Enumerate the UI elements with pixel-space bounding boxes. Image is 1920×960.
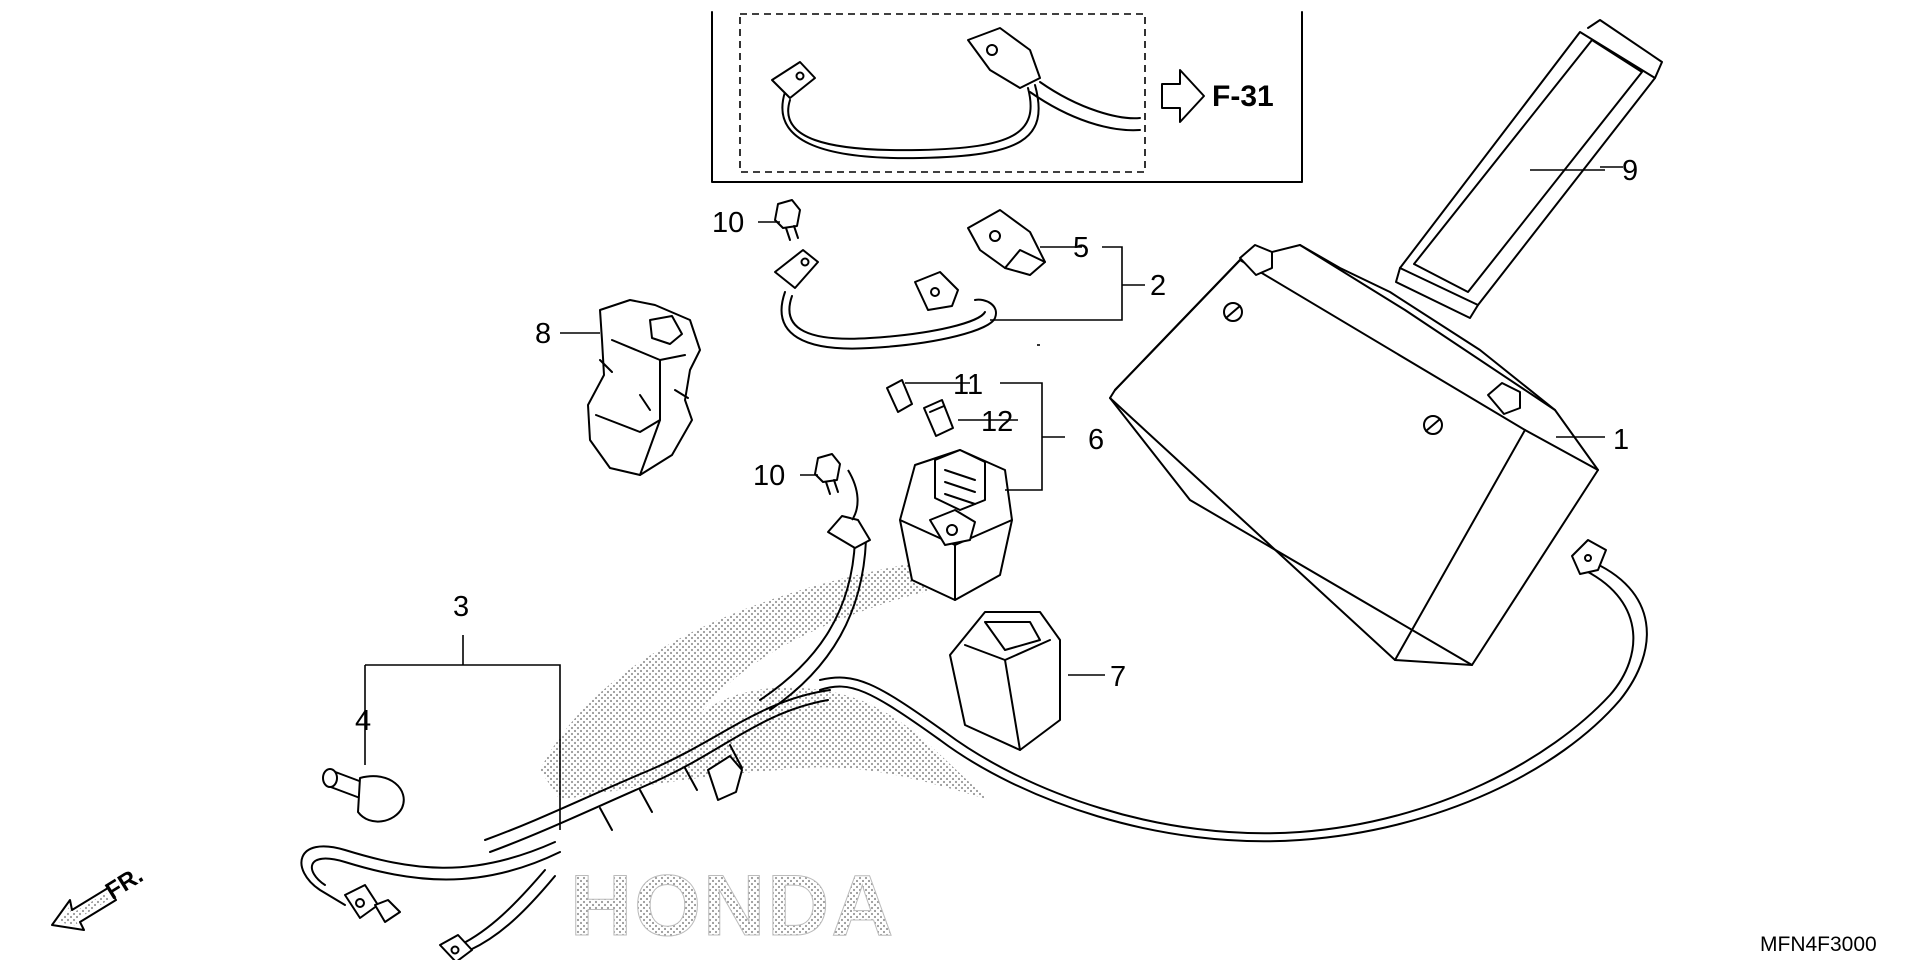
relay-cable [774, 249, 997, 350]
callout-6: 6 [1088, 424, 1104, 456]
callout-10-upper: 10 [712, 207, 744, 239]
reference-label: F-31 [1212, 80, 1274, 113]
relay-rubber-cover [949, 611, 1061, 751]
callout-8: 8 [535, 318, 551, 350]
starter-relay [899, 449, 1013, 601]
honda-watermark: HONDA [540, 559, 990, 955]
fuse-12 [923, 399, 954, 437]
battery [1109, 244, 1599, 666]
honda-wing-logo [540, 559, 990, 800]
front-direction-marker: FR. [51, 862, 148, 931]
starter-cable-harness [300, 469, 871, 960]
terminal-cover-5 [967, 209, 1046, 276]
callout-1: 1 [1613, 424, 1629, 456]
fuse-box-cover [587, 299, 701, 476]
callout-12: 12 [981, 406, 1013, 438]
bolt-lower [814, 453, 841, 495]
battery-strap [1395, 19, 1663, 319]
bolt-upper [774, 199, 801, 241]
callout-10-lower: 10 [753, 460, 785, 492]
callout-labels: 1 2 3 4 5 6 7 8 9 10 10 11 12 [355, 155, 1638, 737]
leader-lines [364, 166, 1623, 830]
callout-3: 3 [453, 591, 469, 623]
reference-inset-box: F-31 [711, 11, 1303, 183]
callout-11: 11 [953, 369, 983, 401]
callout-2: 2 [1150, 270, 1166, 302]
diagram-code: MFN4F3000 [1760, 933, 1877, 956]
reference-arrow [1161, 69, 1205, 123]
honda-watermark-text: HONDA [570, 858, 895, 954]
battery-negative-cable [819, 539, 1648, 843]
callout-7: 7 [1110, 661, 1126, 693]
terminal-cover [322, 768, 405, 823]
callout-5: 5 [1073, 232, 1089, 264]
callout-9: 9 [1622, 155, 1638, 187]
fuse-11 [886, 379, 913, 413]
callout-4: 4 [355, 705, 371, 737]
